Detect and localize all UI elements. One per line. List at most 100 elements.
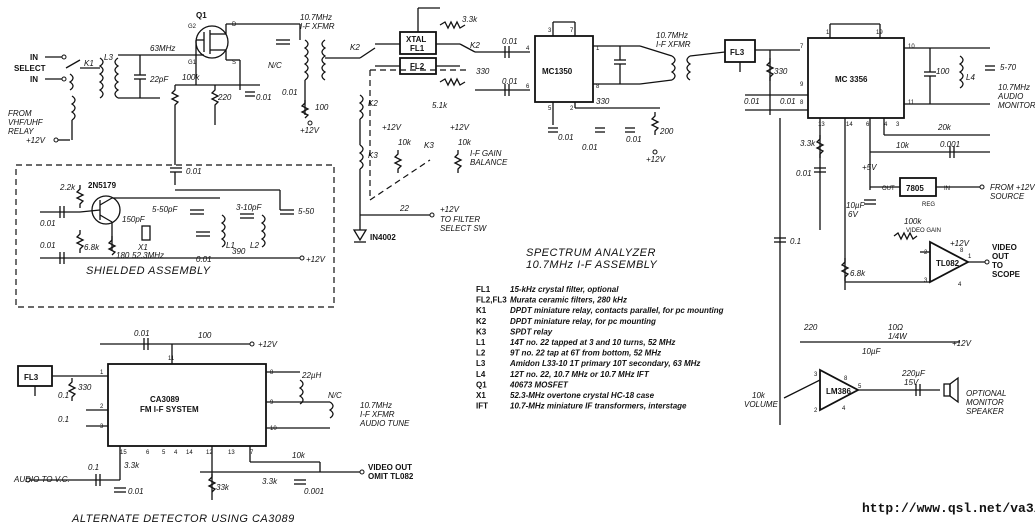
r-100k-a: 100k	[182, 73, 200, 82]
video-d: SCOPE	[992, 270, 1021, 279]
c-ca-0001: 0.001	[304, 487, 324, 496]
tl082-pin1: 1	[968, 254, 972, 260]
tl082-pin3: 3	[924, 278, 928, 284]
r-ca-330: 330	[78, 383, 92, 392]
monitor-c: MONITOR	[998, 101, 1035, 110]
resistor-3k3-b	[815, 135, 825, 158]
c-100: 100	[936, 67, 950, 76]
r-330-b: 330	[596, 97, 610, 106]
c-ca-01c: 0.1	[88, 463, 99, 472]
inductor-22uh	[298, 379, 304, 405]
c-001-k: 0.01	[626, 135, 642, 144]
v12-k3: +12V	[382, 123, 402, 132]
c-22pf: 22pF	[149, 75, 169, 84]
mc3356-label: MC 3356	[835, 75, 868, 84]
mc3356-pin4: 4	[884, 122, 888, 128]
lm386-pin3: 3	[814, 372, 818, 378]
legend-value: Amidon L33-10 1T primary 10T secondary, …	[509, 359, 700, 368]
legend-value: 15-kHz crystal filter, optional	[510, 285, 619, 294]
title-line-1: SPECTRUM ANALYZER	[526, 247, 656, 259]
r-330-top: 330	[476, 67, 490, 76]
if-xfmr-1: 10.7MHz I-F XFMR N/C 0.01 100 +12V	[268, 13, 360, 135]
reg-7805-label: 7805	[906, 184, 924, 193]
ca-pin3: 3	[100, 424, 104, 430]
nc-2: N/C	[328, 391, 342, 400]
c-001-h: 0.01	[40, 241, 56, 250]
ca-pin8: 8	[270, 370, 274, 376]
x1-freq: 52.3MHz	[132, 251, 164, 260]
pot-10k-b	[453, 150, 463, 173]
mc3356-pin13: 13	[818, 122, 825, 128]
speaker-b: MONITOR	[966, 398, 1004, 407]
relay-k3-b: K3	[424, 141, 434, 150]
from-vhf-1: FROM	[8, 109, 32, 118]
inductor-l2	[260, 214, 266, 248]
tl082-label: TL082	[936, 259, 960, 268]
video-gain: VIDEO GAIN	[906, 228, 941, 234]
c-001-c: 0.01	[256, 93, 272, 102]
v12-lm386: +12V	[952, 339, 972, 348]
resistor-100-a	[300, 100, 310, 119]
mc1350-pin2: 2	[570, 106, 574, 112]
l-22uh: 22µH	[301, 371, 322, 380]
v12-tl082: +12V	[950, 239, 970, 248]
shielded-assembly: SHIELDED ASSEMBLY 2.2k 0.01 6.8k 2N5179 …	[15, 164, 335, 308]
input-stage: IN SELECT IN K1 FROM VHF/UHF RELAY +12V …	[8, 11, 300, 185]
resistor-180	[107, 236, 117, 256]
tr-2n5179-label: 2N5179	[88, 181, 117, 190]
resistor-200	[650, 112, 660, 135]
monitor-a: 10.7MHz	[998, 83, 1030, 92]
xfmr2-b: I-F XFMR	[656, 40, 691, 49]
legend-value: 12T no. 22, 10.7 MHz or 10.7 MHz IFT	[510, 370, 650, 379]
r-200: 200	[659, 127, 674, 136]
mc3356-pin10: 10	[908, 44, 915, 50]
mc1350-pin7: 7	[570, 28, 574, 34]
resistor-6k8-b	[840, 258, 850, 281]
c-5-50-b: 5-50	[298, 207, 315, 216]
k2-coil	[358, 94, 364, 120]
tl082-pin4: 4	[958, 282, 962, 288]
reg-label: REG	[922, 202, 935, 208]
legend-key: X1	[476, 391, 486, 400]
k1-coil	[68, 73, 74, 91]
c-01: 0.1	[790, 237, 801, 246]
r-10k-b: 10k	[458, 138, 472, 147]
lm386-pin2: 2	[814, 408, 818, 414]
pin-g1: G1	[188, 60, 197, 66]
resistor-6k8-a	[75, 230, 85, 253]
video-out-a: VIDEO OUT	[368, 463, 412, 472]
c-001-n: 0.01	[796, 169, 812, 178]
q1-label: Q1	[196, 11, 207, 20]
alternate-detector: FL3 330 0.1 0.1 CA3089 FM I-F SYSTEM 1 2…	[13, 329, 414, 525]
from-vhf-2: VHF/UHF	[8, 118, 44, 127]
crystal-x1	[141, 225, 151, 241]
legend-value: SPDT relay	[510, 327, 553, 336]
reg-out: OUT	[882, 186, 895, 192]
relay-k2-a: K2	[350, 43, 360, 52]
tl082-opamp	[929, 240, 970, 284]
mc3356-pin6: 6	[866, 122, 870, 128]
c-001-e: 0.01	[186, 167, 202, 176]
mc3356-pin14: 14	[846, 122, 853, 128]
ca3089-chip	[107, 363, 267, 447]
legend-key: L2	[476, 349, 486, 358]
r-10k-vol: 10k	[752, 391, 766, 400]
speaker-a: OPTIONAL	[966, 389, 1006, 398]
xtal-fl1-b: FL1	[410, 44, 425, 53]
r-100-a: 100	[315, 103, 329, 112]
from12-b: SOURCE	[990, 192, 1025, 201]
c-10uf-b: 10µF	[862, 347, 882, 356]
relay-k2-c: K2	[368, 99, 378, 108]
pot-video-gain	[893, 231, 918, 241]
mc3356-pin3: 3	[896, 122, 900, 128]
c-10uf: 10µF	[846, 201, 866, 210]
video-a: VIDEO	[992, 243, 1017, 252]
l3-label: L3	[104, 53, 113, 62]
r-ca-10k: 10k	[292, 451, 306, 460]
select-label: SELECT	[14, 64, 46, 73]
xfmr2-primary	[670, 55, 676, 81]
resistor-3k3-top	[439, 20, 466, 30]
v12-label-k1: +12V	[26, 136, 46, 145]
l1-label: L1	[226, 241, 235, 250]
legend-key: K1	[476, 306, 487, 315]
